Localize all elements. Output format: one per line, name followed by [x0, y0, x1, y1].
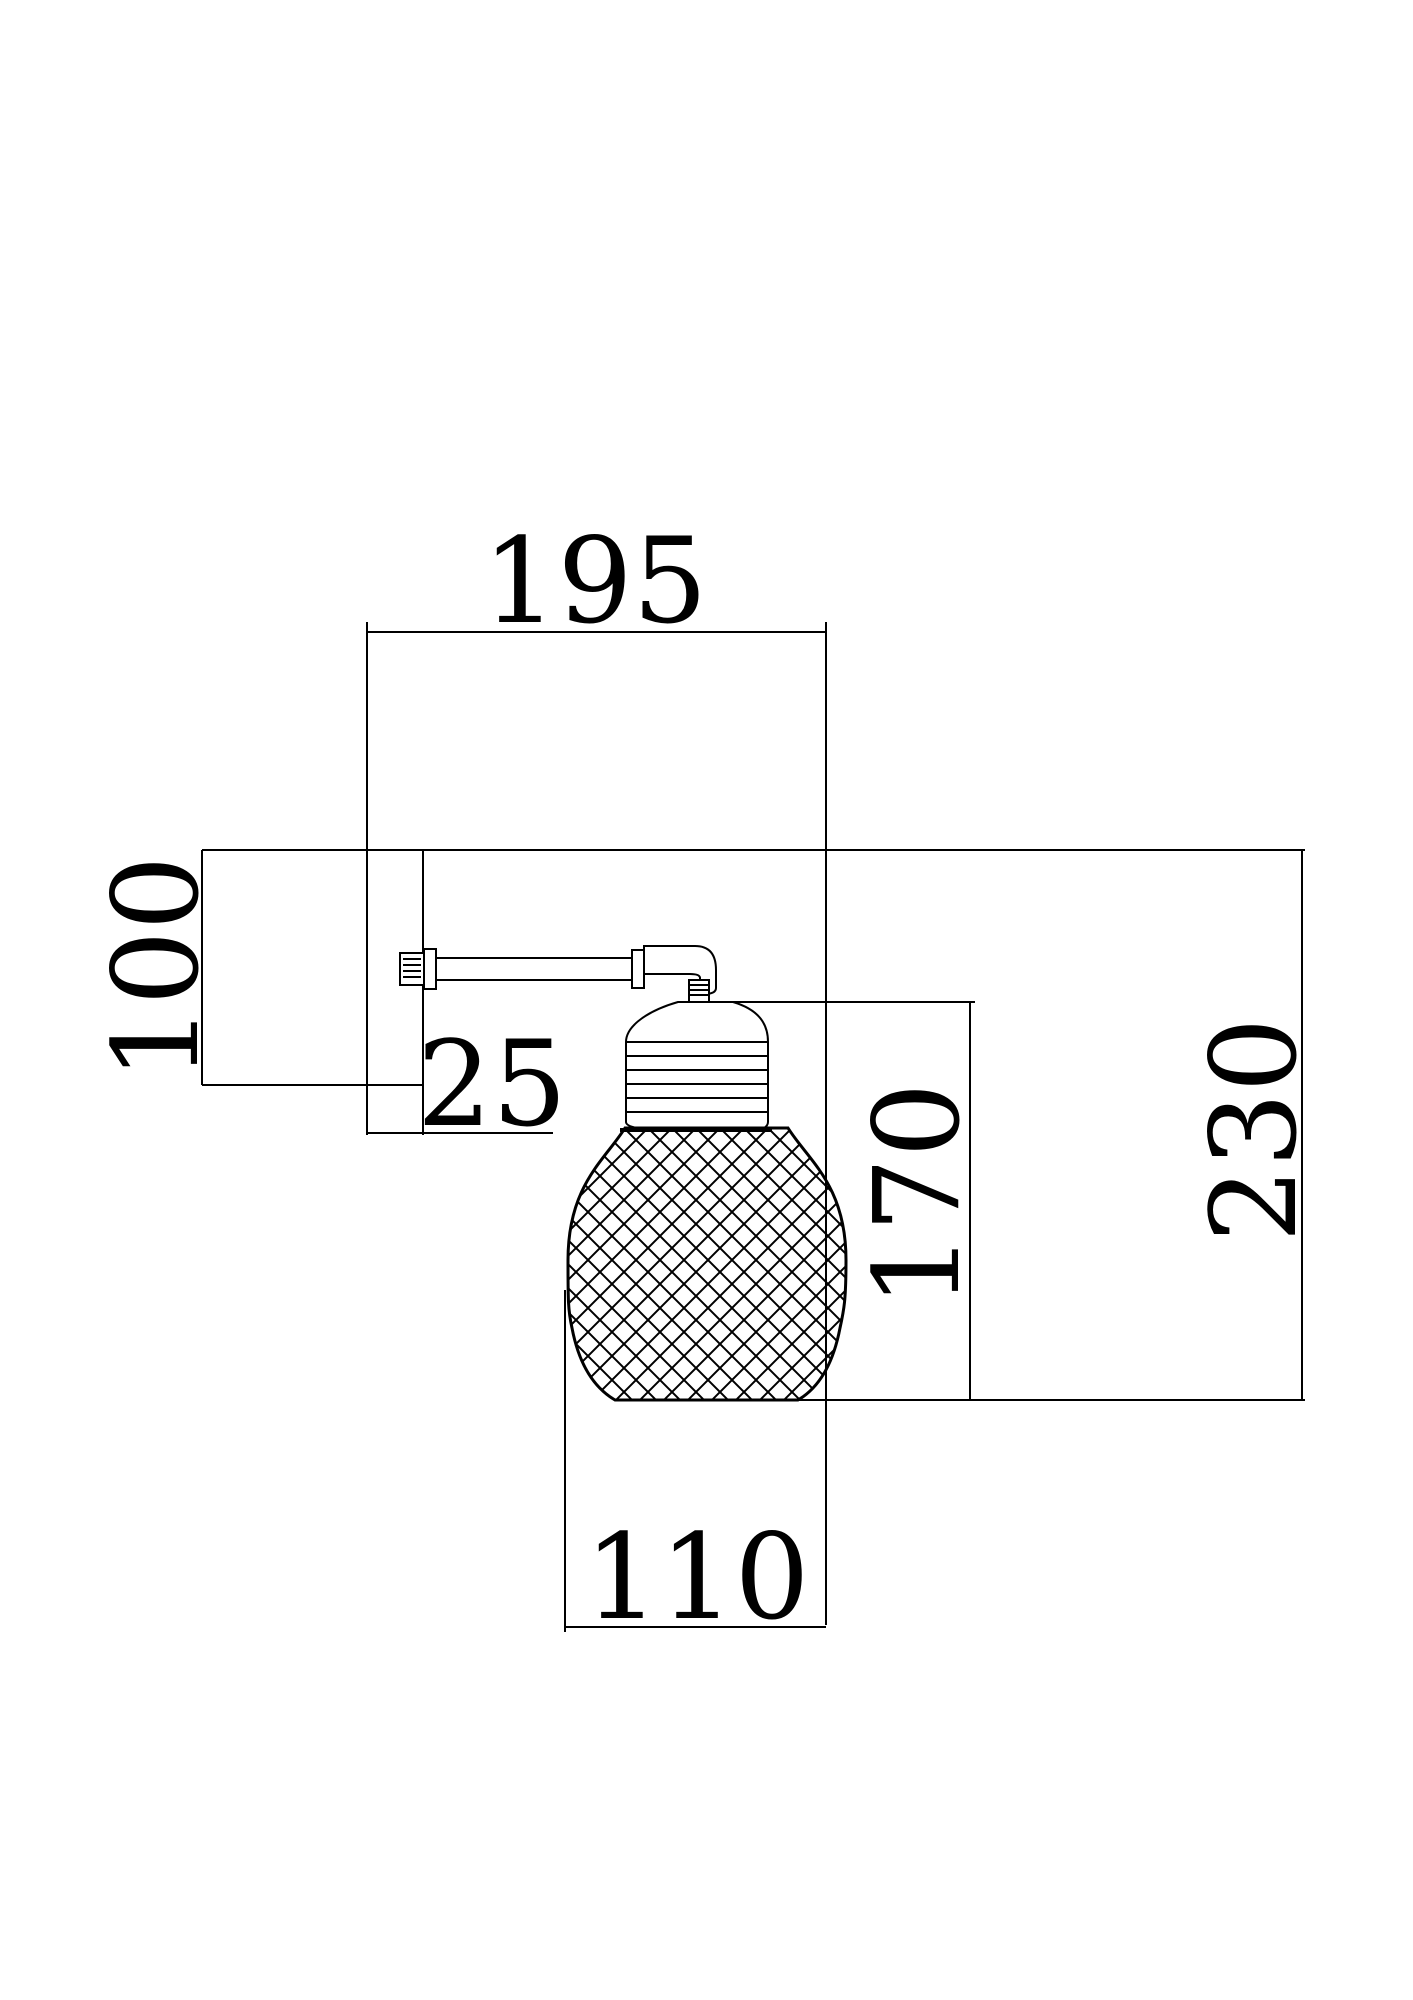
shade-height-label: 170 — [848, 1082, 986, 1307]
dimension-shade-width: 110 — [564, 1290, 826, 1646]
lamp-socket — [620, 1001, 772, 1132]
dimension-overall-width: 195 — [366, 512, 827, 1625]
overall-width-label: 195 — [482, 512, 707, 650]
dimension-shade-height: 170 — [715, 1001, 986, 1400]
lamp-arm — [399, 945, 717, 1003]
wall-plate-label: 25 — [417, 1015, 567, 1153]
lamp-shade — [566, 1126, 848, 1402]
shade-width-label: 110 — [584, 1508, 809, 1646]
dimension-wall-plate: 25 — [367, 850, 567, 1153]
dimension-overall-height: 230 — [1185, 850, 1323, 1400]
overall-height-label: 230 — [1185, 1017, 1323, 1242]
bracket-offset-label: 100 — [87, 855, 225, 1080]
dimension-bracket-offset: 100 — [87, 850, 423, 1086]
